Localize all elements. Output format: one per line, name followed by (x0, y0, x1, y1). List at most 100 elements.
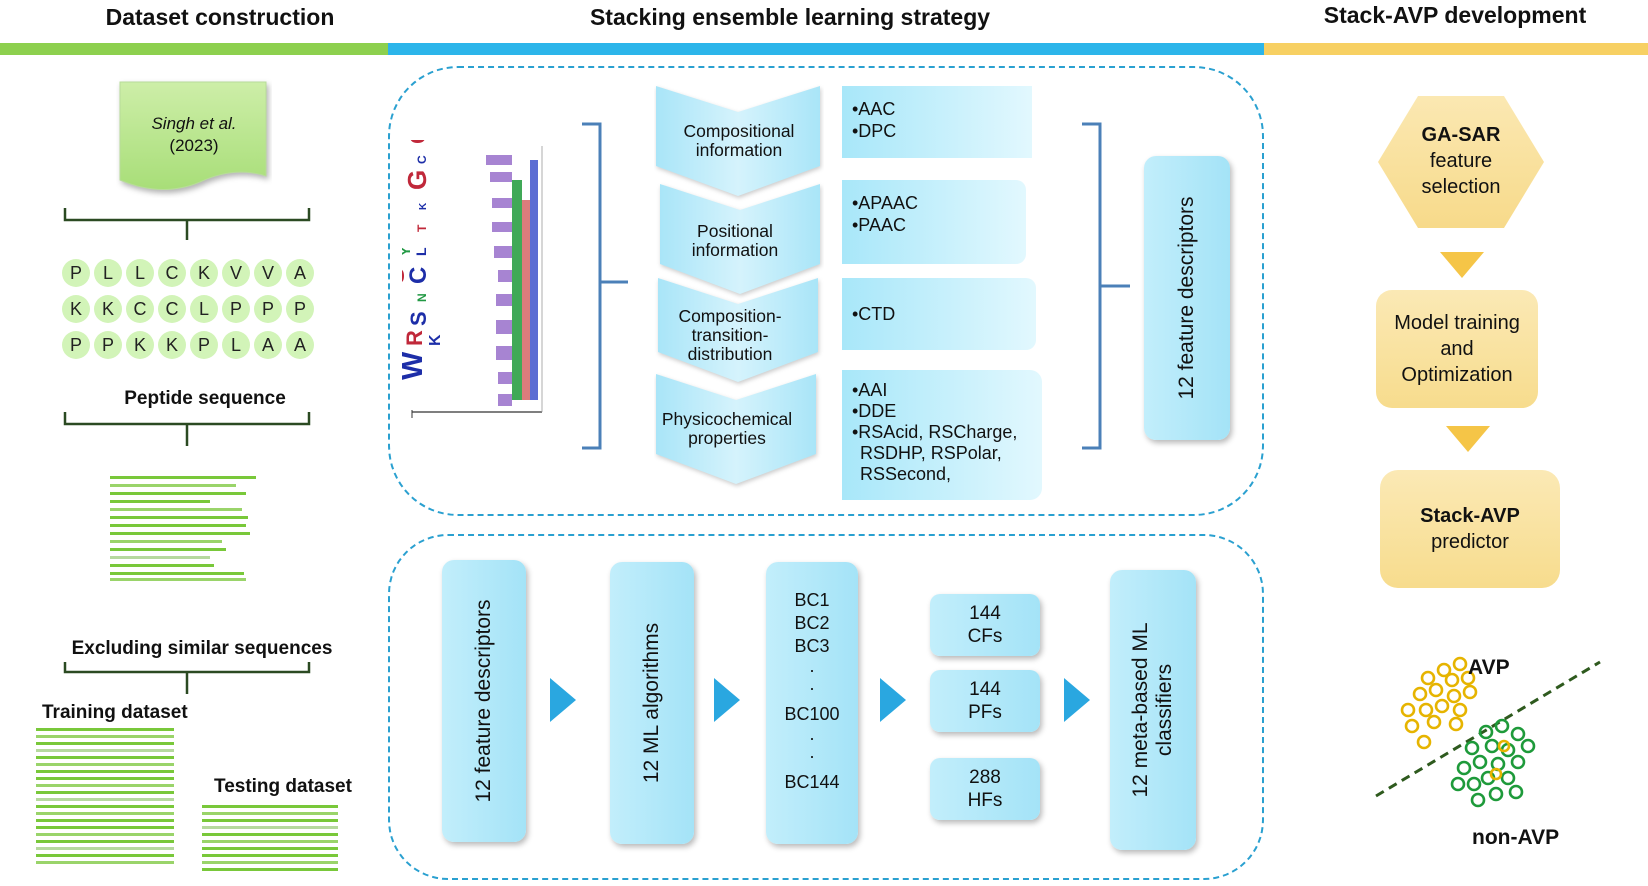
descriptor-item: •AAC (852, 99, 896, 119)
svg-text:Y: Y (402, 246, 413, 256)
svg-text:G: G (405, 140, 432, 144)
model-training-line: Model training (1394, 312, 1520, 334)
stack-avp-predictor-box: Stack-AVP predictor (1380, 470, 1560, 588)
descriptor-box-physicochemical: •AAI •DDE •RSAcid, RSCharge, RSDHP, RSPo… (842, 370, 1042, 500)
residue: L (94, 259, 122, 287)
chevron-label-ctd: Composition-transition-distribution (678, 306, 782, 364)
residue: P (254, 295, 282, 323)
base-classifier-label: BC144 (784, 772, 840, 792)
residue: C (158, 259, 186, 287)
brace-middle (63, 412, 311, 446)
meta-classifiers-text: 12 meta-based ML classifiers (1129, 622, 1177, 797)
base-classifier-label: BC3 (794, 636, 830, 656)
residue: L (126, 259, 154, 287)
arrow-right-icon (880, 678, 906, 722)
sequence-line (36, 735, 174, 738)
sequence-line (110, 492, 246, 495)
residue: A (254, 331, 282, 359)
residue: V (222, 259, 250, 287)
descriptor-item: RSSecond, (860, 464, 952, 484)
sequence-line (36, 833, 174, 836)
svg-text:S: S (406, 311, 431, 326)
svg-text:K: K (418, 202, 429, 210)
descriptor-item: •DDE (852, 401, 897, 421)
sequence-line (36, 812, 174, 815)
training-dataset-lines (36, 728, 176, 870)
ga-sar-hexagon (1378, 96, 1544, 228)
chevron-label-compositional: Compositional information (683, 121, 795, 160)
sequence-line (36, 756, 174, 759)
source-authors: Singh et al. (151, 114, 237, 133)
base-classifier-ellipsis: . (809, 724, 815, 744)
descriptor-box-compositional: •AAC •DPC (842, 86, 1032, 158)
sequence-line (110, 564, 214, 567)
training-dataset-label: Training dataset (42, 702, 188, 723)
sequence-line (202, 812, 338, 815)
header-bar-blue (388, 43, 1264, 55)
sequence-line (36, 784, 174, 787)
sequence-line (36, 847, 174, 850)
sequence-line (36, 728, 174, 731)
residue: P (222, 295, 250, 323)
feature-set-pfs: 144 PFs (930, 670, 1040, 732)
base-classifiers-box: BC1 BC2 BC3 . . BC100 . . BC144 (766, 562, 858, 844)
sequence-line (36, 763, 174, 766)
residue: L (190, 295, 218, 323)
feature-group-brace-right (1082, 122, 1130, 450)
feature-set-cfs: 144 CFs (930, 594, 1040, 656)
header-bar-yellow (1264, 43, 1648, 55)
base-classifier-label: BC2 (794, 613, 830, 633)
residue: P (94, 331, 122, 359)
svg-text:S: S (402, 268, 410, 284)
predictor-line: predictor (1431, 531, 1509, 553)
svg-text:C: C (405, 267, 432, 284)
chevron-stack (656, 86, 820, 484)
sequence-line (202, 840, 338, 843)
sequence-line (110, 524, 246, 527)
descriptor-box-ctd: •CTD (842, 278, 1036, 350)
testing-dataset-lines (202, 805, 342, 873)
sequence-line (36, 805, 174, 808)
model-training-box: Model training and Optimization (1376, 290, 1538, 408)
residue: L (222, 331, 250, 359)
residue: P (62, 259, 90, 287)
sequence-line (110, 500, 210, 503)
brace-bottom (63, 662, 311, 694)
arrow-right-icon (714, 678, 740, 722)
feature-set-count: 144 (969, 679, 1001, 700)
pipeline-descriptors-box: 12 feature descriptors (442, 560, 526, 842)
ga-sar-line: feature (1429, 150, 1493, 172)
avp-label: AVP (1468, 656, 1510, 679)
chevron-label-positional: Positional information (691, 221, 779, 260)
residue: A (286, 259, 314, 287)
header-stack-avp-development: Stack-AVP development (1323, 2, 1587, 28)
sequence-line (36, 840, 174, 843)
sequence-line (36, 777, 174, 780)
svg-text:T: T (415, 224, 429, 232)
feature-set-count: 288 (969, 767, 1001, 788)
descriptor-item: •AAI (852, 380, 888, 400)
feature-set-name: HFs (967, 790, 1003, 811)
feature-set-count: 144 (969, 603, 1001, 624)
sequence-line (36, 791, 174, 794)
ga-sar-text: GA-SAR feature selection (1396, 122, 1526, 200)
base-classifier-ellipsis: . (809, 674, 815, 694)
sequence-line (36, 861, 174, 864)
sequence-line (36, 749, 174, 752)
pipeline-descriptors-text: 12 feature descriptors (471, 599, 495, 803)
svg-text:N: N (415, 293, 429, 302)
residue: K (126, 331, 154, 359)
descriptor-item: RSDHP, RSPolar, (860, 443, 1002, 463)
model-training-line: and (1440, 338, 1474, 360)
brace-top (63, 208, 311, 240)
sequence-line (202, 805, 338, 808)
residue: V (254, 259, 282, 287)
ml-algorithms-box: 12 ML algorithms (610, 562, 694, 844)
peptide-sequence-label: Peptide sequence (124, 388, 286, 409)
sequence-logo-graphic: W R K S N C S L Y T K G C G Y K (402, 140, 543, 418)
feature-set-hfs: 288 HFs (930, 758, 1040, 820)
base-classifier-label: BC1 (794, 590, 830, 610)
sequence-line (202, 833, 338, 836)
sequence-line (110, 578, 246, 581)
descriptor-item: •APAAC (852, 193, 918, 213)
